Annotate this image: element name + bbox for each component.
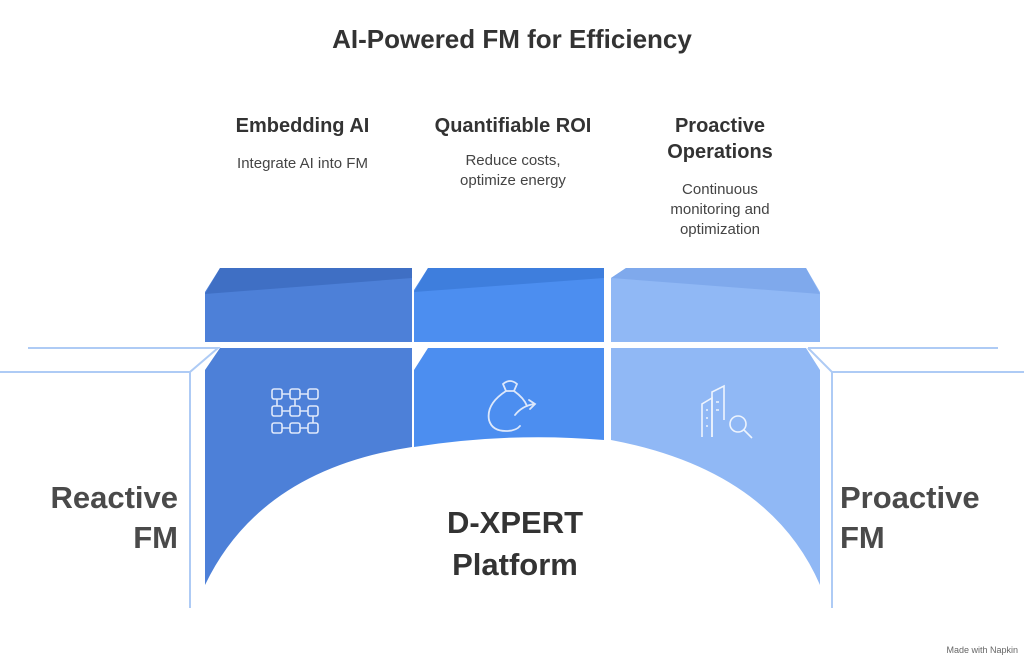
column-description-embedding-ai: Integrate AI into FM [237,155,368,172]
left-bank-line [28,347,221,608]
column-block-quantifiable-roi [414,268,604,447]
column-description-proactive-operations: Continuous monitoring and optimization [670,181,770,238]
money-bag-icon [487,380,537,432]
center-label-platform: D-XPERT Platform [446,505,584,582]
watermark: Made with Napkin [946,645,1018,655]
column-block-embedding-ai [205,268,412,585]
arch-segment-1 [205,348,412,585]
column-block-proactive-operations [611,268,820,585]
diagram-title: AI-Powered FM for Efficiency [332,24,692,54]
left-label-reactive-fm: Reactive FM [50,480,178,555]
bank-lines [0,347,1024,608]
block-top-edge-2 [414,268,604,292]
right-label-proactive-fm: Proactive FM [840,480,980,555]
block-top-edge-3 [611,268,820,294]
column-heading-quantifiable-roi: Quantifiable ROI [434,115,592,137]
arch-segment-2 [414,348,604,447]
circuit-grid-icon [271,388,319,434]
arch-segment-3 [611,348,820,585]
column-heading-proactive-operations: Proactive Operations [667,115,773,163]
building-search-icon [701,384,753,439]
block-top-edge-1 [205,268,412,294]
column-description-quantifiable-roi: Reduce costs, optimize energy [460,152,566,189]
column-heading-embedding-ai: Embedding AI [235,115,370,137]
